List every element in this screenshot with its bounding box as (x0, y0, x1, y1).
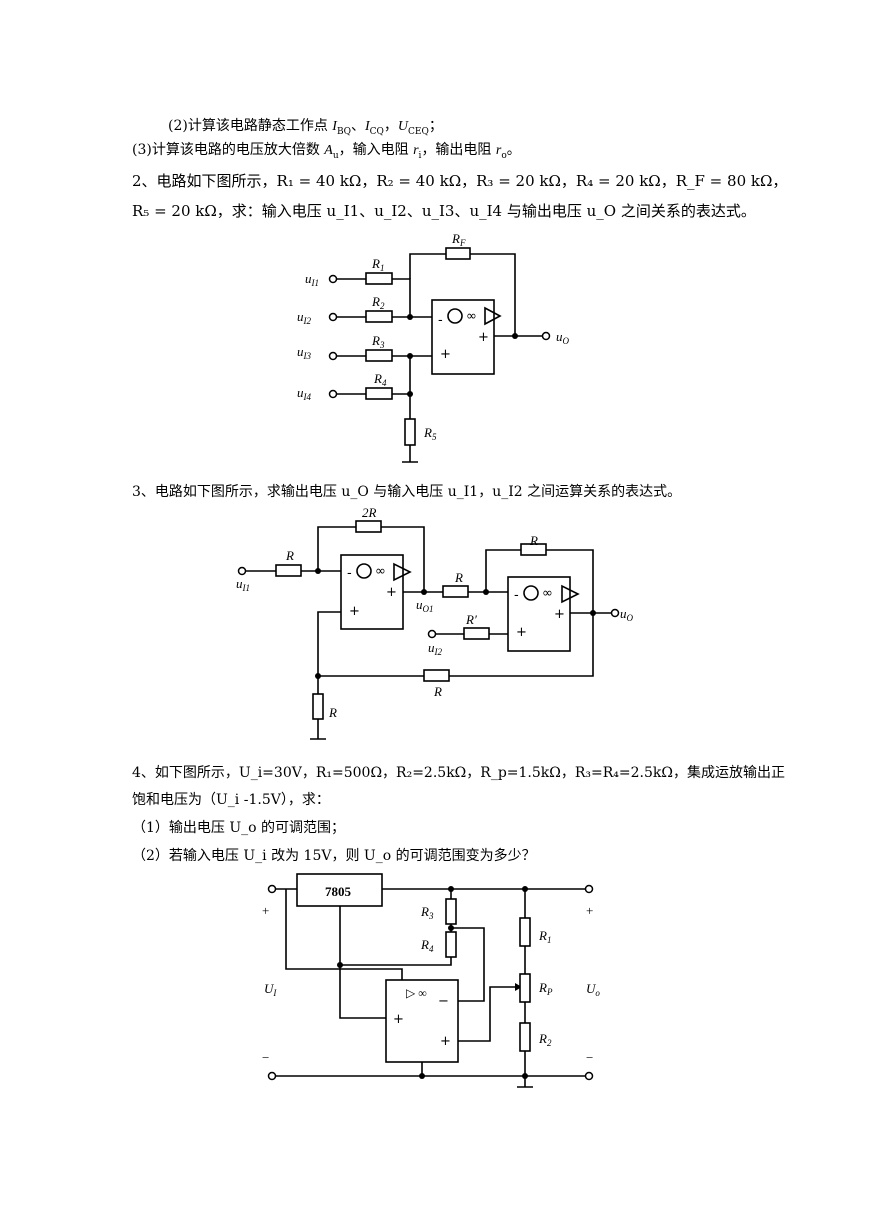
q2-label-ui4: uI4 (297, 385, 311, 402)
q4-resistor-r3 (445, 898, 457, 925)
q3-opamp1-minus: - (347, 566, 352, 581)
q3-opamp1-plus-in: + (349, 604, 360, 619)
q4-resistor-r4 (445, 931, 457, 958)
q4-label-rp: RP (538, 980, 553, 997)
q3-label-ui1: uI1 (236, 576, 250, 593)
q2-terminal-uo (541, 331, 551, 341)
q3-resistor-2r (355, 520, 382, 533)
q3-resistor-r-mid (442, 585, 469, 598)
q4-regulator-7805 (296, 873, 383, 907)
q2-circuit: RF R1 uI1 R2 uI2 - ∞ + + uO R3 uI3 (297, 231, 570, 463)
q2-label-r2: R2 (371, 294, 385, 311)
q2-label-rf: RF (451, 231, 466, 248)
q4-label-7805: 7805 (325, 884, 352, 899)
q4-opamp-plus-out: + (393, 1012, 404, 1027)
q3-label-r-bottom: R (433, 684, 442, 699)
q3-opamp2-inf: ∞ (542, 586, 553, 601)
q1-part2-line: (2)计算该电路静态工作点 IBQ、ICQ，UCEQ； (168, 118, 443, 137)
q3-opamp2-minus: - (514, 588, 519, 603)
q4-resistor-rp (519, 973, 531, 1003)
q2-opamp-plus-in: + (440, 347, 451, 362)
q4-label-minus-right: − (586, 1050, 593, 1065)
q2-resistor-r3 (365, 349, 393, 362)
q2-terminal-ui1 (328, 274, 338, 284)
q2-statement-line2: R₅ = 20 kΩ，求：输入电压 u_I1、u_I2、u_I3、u_I4 与输… (132, 202, 756, 220)
q3-opamp2-plus-in: + (516, 625, 527, 640)
q4-item2: （2）若输入电压 U_i 改为 15V，则 U_o 的可调范围变为多少？ (132, 848, 536, 864)
q2-label-ui1: uI1 (305, 271, 319, 288)
q3-label-2r: 2R (362, 505, 377, 520)
q3-resistor-r-in (275, 564, 302, 577)
q3-label-ui2: uI2 (428, 640, 442, 657)
q2-opamp-inf: ∞ (466, 309, 477, 324)
q2-terminal-ui2 (328, 312, 338, 322)
q4-label-r3: R3 (420, 904, 434, 921)
q3-label-r-in: R (285, 548, 294, 563)
q3-resistor-r-bottom (423, 669, 450, 682)
q4-label-r1: R1 (538, 928, 551, 945)
q2-label-ui3: uI3 (297, 344, 311, 361)
q3-opamp1-inf: ∞ (375, 564, 386, 579)
q4-label-uo: Uo (586, 981, 600, 998)
q2-opamp (431, 299, 495, 375)
q4-label-r4: R4 (420, 937, 434, 954)
q3-label-r-fb2: R (529, 533, 538, 548)
q3-resistor-r-gnd (312, 693, 324, 720)
q4-opamp-symbol: ▷ ∞ (406, 986, 427, 1000)
q4-label-plus-right: + (586, 903, 593, 918)
q3-opamp1 (340, 554, 404, 630)
q4-opamp-plus-in: + (440, 1034, 451, 1049)
q2-resistor-r2 (365, 310, 393, 323)
q4-label-ui: UI (264, 981, 277, 998)
q4-label-minus-left: − (262, 1050, 269, 1065)
q3-label-r-mid: R (454, 570, 463, 585)
q4-statement-line1: 4、如下图所示，U_i=30V，R₁=500Ω，R₂=2.5kΩ，R_p=1.5… (132, 765, 786, 781)
q3-circuit: R uI1 2R - ∞ + + uO1 R R - ∞ + + (236, 505, 634, 740)
q4-terminal-in-minus (267, 1071, 277, 1081)
q2-resistor-r4 (365, 387, 393, 400)
q4-terminal-in-plus (267, 884, 277, 894)
q4-item1: （1）输出电压 U_o 的可调范围； (132, 820, 346, 836)
q3-statement: 3、电路如下图所示，求输出电压 u_O 与输入电压 u_I1，u_I2 之间运算… (132, 484, 682, 500)
q2-label-r1: R1 (371, 256, 384, 273)
q3-label-r-prime: R′ (465, 612, 477, 627)
q4-terminal-out-plus (584, 884, 594, 894)
q2-label-ui2: uI2 (297, 309, 311, 326)
q3-opamp1-plus-out: + (386, 585, 397, 600)
q2-resistor-r5 (404, 418, 416, 446)
q4-label-plus-left: + (262, 903, 269, 918)
q3-terminal-ui1 (237, 566, 247, 576)
q3-label-uo: uO (620, 606, 634, 623)
q4-opamp-minus: − (438, 994, 449, 1009)
q2-terminal-ui3 (328, 351, 338, 361)
q3-label-uo1: uO1 (416, 597, 434, 614)
q2-opamp-plus-out: + (478, 330, 489, 345)
q4-statement-line2: 饱和电压为（U_i -1.5V），求： (132, 792, 330, 808)
q3-terminal-uo (610, 608, 620, 618)
q4-resistor-r2 (519, 1022, 531, 1052)
q4-circuit: 7805 R3 R4 ▷ ∞ − + + R1 RP (262, 873, 600, 1088)
q2-opamp-minus: - (438, 313, 443, 328)
q4-terminal-out-minus (584, 1071, 594, 1081)
q2-label-r3: R3 (371, 333, 385, 350)
q3-resistor-r-prime (463, 627, 490, 640)
q4-label-r2: R2 (538, 1031, 552, 1048)
q3-label-r-gnd: R (328, 705, 337, 720)
q4-resistor-r1 (519, 917, 531, 947)
q2-resistor-r1 (365, 272, 393, 285)
q2-resistor-rf (445, 247, 471, 260)
q3-resistor-r-fb2 (520, 543, 547, 556)
q2-label-r4: R4 (373, 371, 387, 388)
q3-terminal-ui2 (427, 629, 437, 639)
q2-statement-line1: 2、电路如下图所示，R₁ = 40 kΩ，R₂ = 40 kΩ，R₃ = 20 … (132, 172, 788, 190)
q3-opamp2 (507, 576, 571, 652)
q2-label-uo: uO (556, 329, 570, 346)
q2-label-r5: R5 (423, 425, 437, 442)
q1-part3-line: (3)计算该电路的电压放大倍数 Au，输入电阻 ri，输出电阻 ro。 (132, 142, 521, 161)
q2-terminal-ui4 (328, 389, 338, 399)
q4-opamp (385, 979, 459, 1063)
q3-opamp2-plus-out: + (554, 607, 565, 622)
